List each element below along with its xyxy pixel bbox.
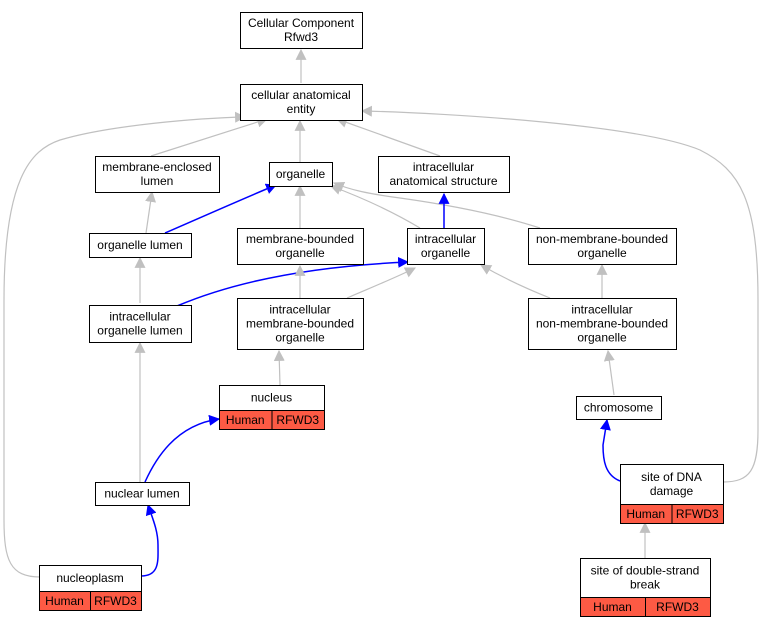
- node-label-line: nuclear lumen: [104, 487, 179, 501]
- edge-olu-org: [164, 183, 278, 234]
- edge-nuc-imbo: [273, 349, 285, 386]
- edge-imbo-ico: [346, 267, 416, 299]
- node-label-line: lumen: [141, 174, 174, 188]
- node-label-line: membrane-enclosed: [102, 160, 211, 174]
- edge-npl-cae: [3, 111, 247, 578]
- edge-olu-mel: [145, 190, 157, 234]
- annotation-species: Human: [626, 507, 665, 521]
- edge-sdd-chr: [600, 418, 621, 482]
- annotation-gene-cell: [671, 504, 724, 524]
- edge-mel-cae: [150, 116, 269, 157]
- node-label-line: organelle lumen: [97, 238, 182, 252]
- edge-ias-cae: [335, 117, 441, 157]
- node-label-line: damage: [650, 484, 694, 498]
- node-label-line: entity: [287, 102, 316, 116]
- annotation-gene: RFWD3: [656, 600, 699, 614]
- node-label-line: intracellular: [269, 303, 330, 317]
- node-label-line: site of double-strand: [591, 564, 700, 578]
- node-label-line: organelle: [421, 246, 471, 260]
- node-label-line: intracellular: [571, 303, 632, 317]
- annotation-gene: RFWD3: [94, 594, 137, 608]
- edge-npl-nlu: [140, 503, 159, 577]
- edge-nmbo-org: [332, 181, 541, 229]
- node-label-line: non-membrane-bounded: [536, 232, 668, 246]
- node-label-line: Rfwd3: [284, 30, 318, 44]
- node-organelle[interactable]: organelle: [269, 162, 333, 187]
- node-label-line: intracellular: [415, 232, 476, 246]
- node-label-line: intracellular: [109, 310, 170, 324]
- node-label-line: membrane-bounded: [246, 317, 354, 331]
- node-label-line: organelle: [577, 331, 627, 345]
- annotation-species: Human: [45, 594, 84, 608]
- node-label-line: chromosome: [584, 401, 654, 415]
- node-label-line: anatomical structure: [389, 174, 497, 188]
- node-label-line: intracellular: [413, 160, 474, 174]
- annotation-gene-cell: [645, 597, 711, 617]
- edge-nlu-nuc: [144, 414, 221, 483]
- node-intracellular-non-membrane-bounded-organelle[interactable]: intracellularnon-membrane-boundedorganel…: [528, 298, 677, 350]
- node-label-line: cellular anatomical: [251, 88, 350, 102]
- node-label-line: break: [630, 578, 661, 592]
- node-label-line: organelle: [275, 331, 325, 345]
- annotation-gene-cell: [271, 410, 325, 430]
- node-nuclear-lumen[interactable]: nuclear lumen: [95, 482, 190, 506]
- annotation-gene: RFWD3: [676, 507, 719, 521]
- annotation-species: Human: [226, 413, 265, 427]
- node-chromosome[interactable]: chromosome: [576, 396, 662, 420]
- node-label-line: organelle: [275, 246, 325, 260]
- node-label-line: organelle lumen: [97, 324, 182, 338]
- node-label-line: non-membrane-bounded: [536, 317, 668, 331]
- node-label-line: membrane-bounded: [246, 232, 354, 246]
- node-organelle-lumen[interactable]: organelle lumen: [89, 233, 192, 258]
- edge-chr-inmbo: [603, 349, 615, 396]
- node-label-line: organelle: [276, 167, 326, 181]
- edge-iol-ico: [176, 256, 410, 307]
- annotation-species: Human: [593, 600, 632, 614]
- node-label-line: nucleus: [251, 391, 292, 405]
- edges: [3, 48, 759, 578]
- node-label-line: Cellular Component: [248, 16, 355, 30]
- node-label-line: site of DNA: [641, 470, 702, 484]
- node-label-line: organelle: [577, 246, 627, 260]
- annotation-gene: RFWD3: [276, 413, 319, 427]
- node-label-line: nucleoplasm: [56, 571, 123, 585]
- edge-sdd-cae: [360, 105, 759, 483]
- annotation-gene-cell: [90, 591, 142, 611]
- edge-inmbo-ico: [480, 264, 551, 299]
